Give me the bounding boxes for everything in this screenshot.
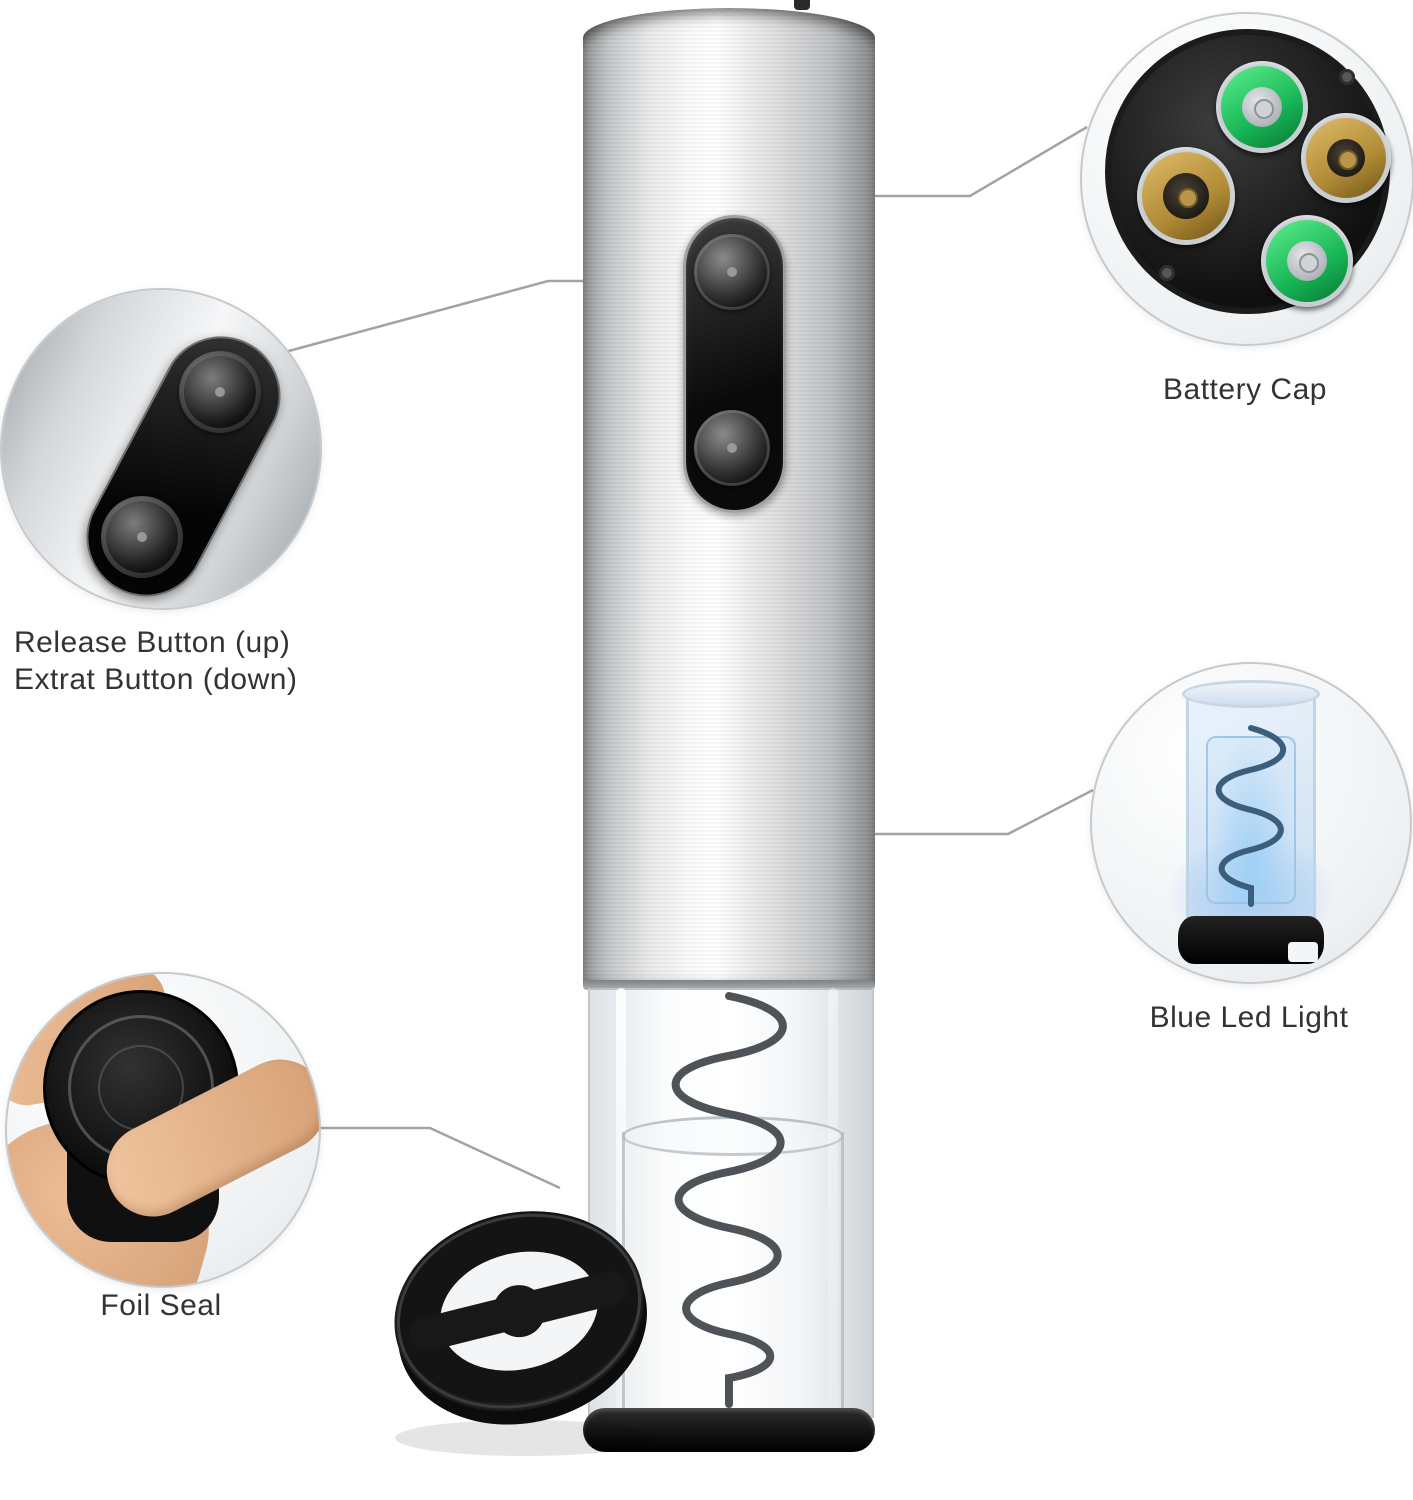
release-button-dot (727, 267, 737, 277)
corkscrew-spiral-icon (671, 992, 787, 1408)
battery-cap-label: Battery Cap (1163, 373, 1327, 406)
battery-cell-contact (1178, 188, 1198, 208)
release-button-icon (694, 234, 770, 310)
release-button-label: Release Button (up) (14, 626, 291, 659)
foil-cutter-shadow (395, 1420, 655, 1456)
foil-seal-label: Foil Seal (100, 1289, 222, 1322)
buttons-callout-circle (0, 288, 322, 610)
foil-cutter-cap (394, 1211, 647, 1425)
foil-callout-circle (5, 972, 321, 1288)
blue-led-label: Blue Led Light (1149, 1001, 1349, 1034)
cap-screw-icon (1339, 69, 1355, 85)
release-button-closeup-icon (179, 351, 261, 433)
housing-highlight-right (828, 988, 838, 1418)
led-glass-rim (1182, 680, 1320, 708)
housing-highlight-left (616, 988, 626, 1418)
battery-cell-right (1301, 113, 1391, 203)
cap-screw-icon (1159, 265, 1175, 281)
opener-top-notch (794, 0, 810, 10)
battery-callout-circle (1080, 12, 1413, 346)
extract-button-dot (727, 443, 737, 453)
led-spiral-icon (1215, 725, 1286, 907)
battery-cell-contact (1254, 99, 1274, 119)
battery-cell-left (1137, 147, 1235, 245)
battery-connector-line (872, 125, 1088, 198)
extract-button-label: Extrat Button (down) (14, 663, 298, 696)
led-glass-inner (1206, 736, 1296, 904)
extract-button-icon (694, 410, 770, 486)
battery-cell-top (1216, 61, 1308, 153)
opener-button-panel (683, 215, 786, 513)
led-base-notch (1288, 942, 1318, 962)
battery-cap-photo (1105, 29, 1391, 314)
battery-cell-contact (1299, 253, 1319, 273)
opener-base-ring (583, 1408, 875, 1452)
extract-button-closeup-icon (101, 496, 183, 578)
led-callout-circle (1090, 662, 1412, 984)
opener-body-seam (583, 980, 875, 990)
extract-button-closeup-dot (137, 532, 147, 542)
battery-cell-contact (1338, 150, 1358, 170)
led-connector-line (872, 788, 1094, 836)
battery-cell-bottom (1261, 215, 1353, 307)
release-button-closeup-dot (215, 387, 225, 397)
